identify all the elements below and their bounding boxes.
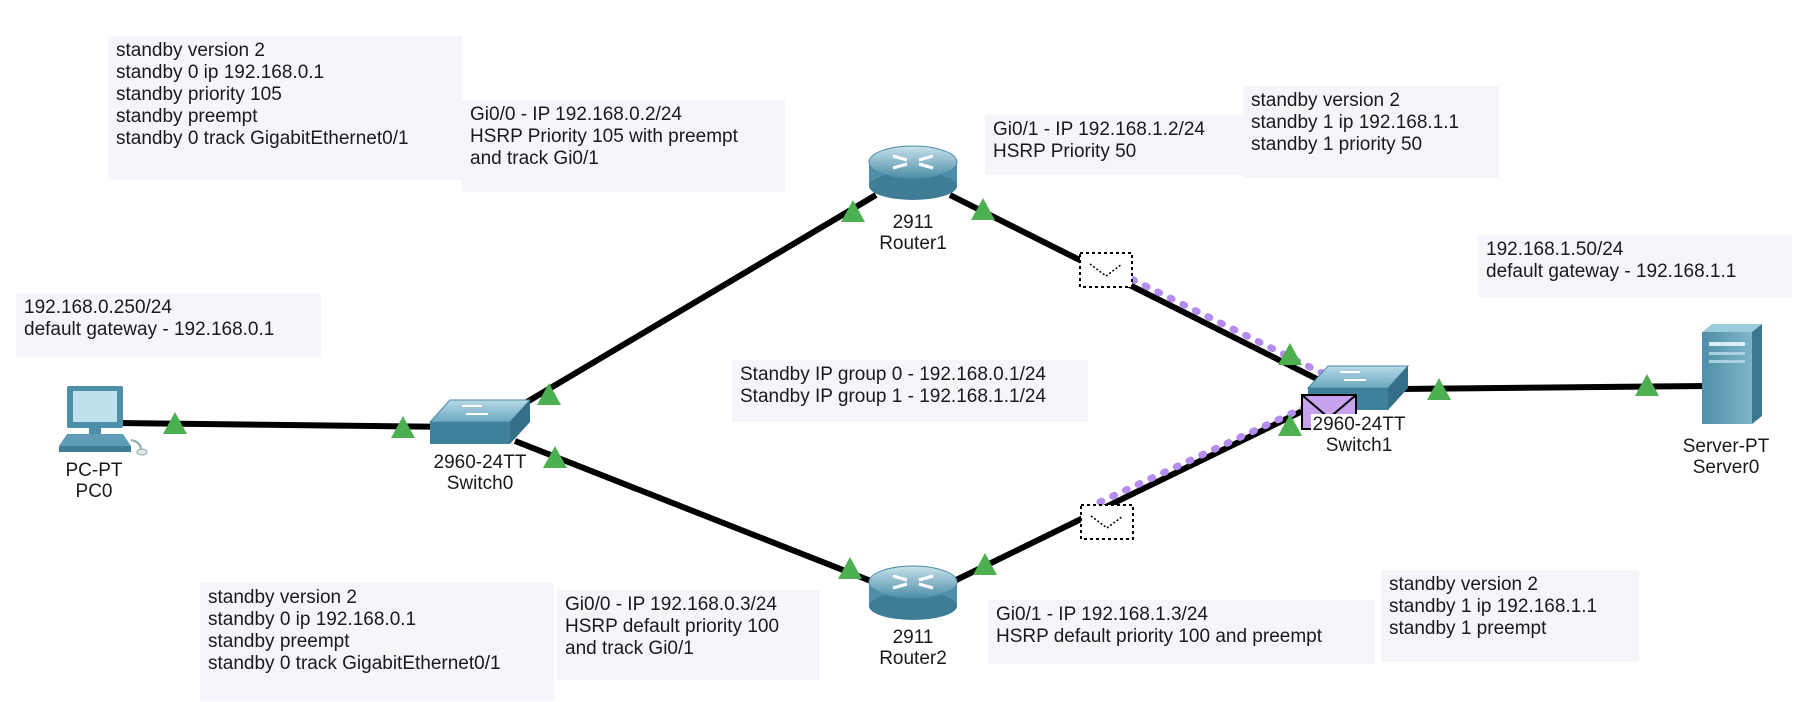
router1-gi00-note: Gi0/0 - IP 192.168.0.2/24 HSRP Priority … <box>462 100 785 192</box>
link-switch1-server0[interactable] <box>1399 383 1709 392</box>
standby-ip-groups-note: Standby IP group 0 - 192.168.0.1/24 Stan… <box>732 360 1088 422</box>
device-name: Switch1 <box>1325 435 1393 456</box>
port-up-indicator <box>543 446 567 468</box>
note-line: default gateway - 192.168.1.1 <box>1486 261 1737 282</box>
port-up-indicator <box>1427 378 1451 400</box>
link-router2-switch1[interactable] <box>948 397 1327 586</box>
note-line: standby version 2 <box>208 587 357 608</box>
note-line: standby 0 track GigabitEthernet0/1 <box>208 653 501 674</box>
pc0-icon[interactable] <box>59 386 148 456</box>
link-switch0-router1[interactable] <box>508 192 878 415</box>
note-line: standby preempt <box>208 631 350 652</box>
router2-gi01-config-note: standby version 2 standby 1 ip 192.168.1… <box>1381 570 1639 662</box>
router2-icon[interactable] <box>868 565 958 620</box>
note-line: HSRP default priority 100 and preempt <box>996 626 1322 647</box>
note-line: standby 1 priority 50 <box>1251 134 1423 155</box>
port-up-indicator <box>391 416 415 438</box>
port-up-indicator <box>1635 374 1659 396</box>
device-model: 2960-24TT <box>433 452 527 473</box>
envelope-icon[interactable] <box>1080 504 1134 540</box>
device-model: 2911 <box>892 212 934 233</box>
router2-standby-config-note: standby version 2 standby 0 ip 192.168.0… <box>200 583 554 701</box>
note-line: standby priority 105 <box>116 84 282 105</box>
port-up-indicator <box>971 198 995 220</box>
note-line: HSRP default priority 100 <box>565 616 780 637</box>
note-line: standby version 2 <box>116 40 265 61</box>
note-line: Gi0/1 - IP 192.168.1.3/24 <box>996 604 1208 625</box>
switch0-icon[interactable] <box>428 399 532 444</box>
device-name: Server0 <box>1692 457 1760 478</box>
note-line: standby version 2 <box>1251 90 1400 111</box>
switch0-label: 2960-24TT Switch0 <box>400 452 560 494</box>
port-up-indicator <box>163 412 187 434</box>
packet-path-lower <box>1096 401 1314 506</box>
router1-gi01-config-note: standby version 2 standby 1 ip 192.168.1… <box>1243 86 1499 178</box>
note-line: and track Gi0/1 <box>565 638 694 659</box>
device-name: Router2 <box>879 648 947 669</box>
port-up-indicator <box>1278 343 1302 365</box>
note-line: Gi0/1 - IP 192.168.1.2/24 <box>993 119 1205 140</box>
port-up-indicator <box>838 557 862 579</box>
packet-path-upper <box>1091 257 1334 381</box>
pc0-ip-note: 192.168.0.250/24 default gateway - 192.1… <box>16 293 321 357</box>
link-switch0-router2[interactable] <box>513 438 878 586</box>
packet-paths <box>1091 257 1334 506</box>
server0-icon[interactable] <box>1702 324 1762 424</box>
note-line: Standby IP group 0 - 192.168.0.1/24 <box>740 364 1046 385</box>
router1-gi01-note: Gi0/1 - IP 192.168.1.2/24 HSRP Priority … <box>985 115 1243 175</box>
note-line: Gi0/0 - IP 192.168.0.3/24 <box>565 594 777 615</box>
device-name: Switch0 <box>446 473 514 494</box>
router1-label: 2911 Router1 <box>833 212 993 254</box>
note-line: standby 1 ip 192.168.1.1 <box>1251 112 1460 133</box>
note-line: standby preempt <box>116 106 258 127</box>
note-line: Standby IP group 1 - 192.168.1.1/24 <box>740 386 1046 407</box>
note-line: standby 0 ip 192.168.0.1 <box>116 62 325 83</box>
port-up-indicator <box>973 553 997 575</box>
note-line: default gateway - 192.168.0.1 <box>24 319 275 340</box>
device-model: 2911 <box>892 627 934 648</box>
port-up-indicator <box>537 383 561 405</box>
device-model: PC-PT <box>65 460 123 481</box>
note-line: HSRP Priority 50 <box>993 141 1137 162</box>
note-line: 192.168.1.50/24 <box>1486 239 1624 260</box>
router2-gi00-note: Gi0/0 - IP 192.168.0.3/24 HSRP default p… <box>557 590 820 680</box>
note-line: 192.168.0.250/24 <box>24 297 172 318</box>
device-name: Router1 <box>879 233 947 254</box>
device-model: 2960-24TT <box>1310 414 1408 435</box>
port-up-indicator <box>841 200 865 222</box>
server0-label: Server-PT Server0 <box>1646 436 1806 478</box>
router2-gi01-note: Gi0/1 - IP 192.168.1.3/24 HSRP default p… <box>988 600 1375 664</box>
device-name: PC0 <box>75 481 113 502</box>
port-up-indicator <box>1278 414 1302 436</box>
note-line: standby 0 ip 192.168.0.1 <box>208 609 417 630</box>
router1-standby-config-note: standby version 2 standby 0 ip 192.168.0… <box>108 36 462 180</box>
router1-icon[interactable] <box>868 145 958 200</box>
note-line: standby 0 track GigabitEthernet0/1 <box>116 128 409 149</box>
note-line: standby version 2 <box>1389 574 1538 595</box>
server0-ip-note: 192.168.1.50/24 default gateway - 192.16… <box>1478 235 1792 297</box>
note-line: HSRP Priority 105 with preempt <box>470 126 738 147</box>
links <box>119 192 1709 586</box>
note-line: standby 1 preempt <box>1389 618 1547 639</box>
link-router1-switch1[interactable] <box>948 192 1327 386</box>
pc0-label: PC-PT PC0 <box>14 460 174 502</box>
switch1-label: 2960-24TT Switch1 <box>1279 414 1439 456</box>
note-line: and track Gi0/1 <box>470 148 599 169</box>
router2-label: 2911 Router2 <box>833 627 993 669</box>
note-line: Gi0/0 - IP 192.168.0.2/24 <box>470 104 682 125</box>
port-indicators <box>163 198 1659 579</box>
device-model: Server-PT <box>1682 436 1770 457</box>
envelope-icon[interactable] <box>1079 252 1133 288</box>
note-line: standby 1 ip 192.168.1.1 <box>1389 596 1598 617</box>
